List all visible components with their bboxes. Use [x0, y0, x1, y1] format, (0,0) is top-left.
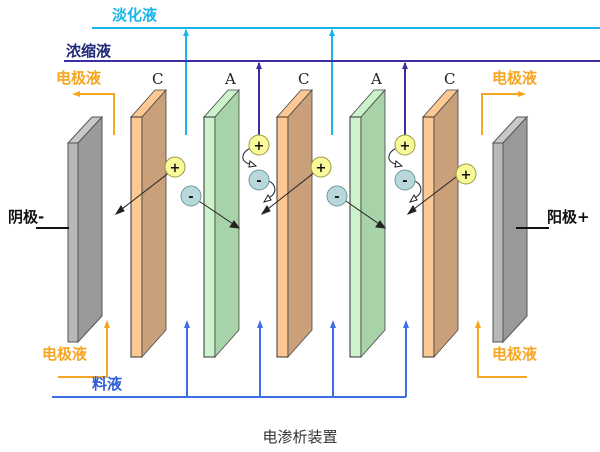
- electrode-liquid-bottom-right-arrow: [475, 320, 527, 378]
- feed-inlet-line: [52, 320, 409, 398]
- cation-ion: +: [455, 163, 477, 185]
- electrode-liquid-top-left-arrow: [72, 91, 115, 135]
- cation-ion: +: [394, 134, 416, 156]
- anion-ion: -: [248, 169, 270, 191]
- svg-text:+: +: [254, 139, 265, 154]
- anode-plate: [491, 115, 529, 344]
- concentrate-outlet-line: [64, 60, 600, 135]
- membrane-type-label: C: [444, 70, 455, 88]
- dilute-outlet-line: [92, 27, 600, 135]
- membrane-type-label: A: [224, 70, 236, 88]
- membrane-type-label: C: [152, 70, 163, 88]
- cation-ion: +: [164, 156, 186, 178]
- figure-caption: 电渗析装置: [262, 428, 338, 446]
- ion-migration-arrows: [114, 171, 461, 229]
- svg-text:-: -: [256, 174, 261, 189]
- svg-text:+: +: [400, 139, 411, 154]
- electrode-liquid-top-left-label: 电极液: [56, 69, 102, 87]
- cation-membrane-1: C: [130, 70, 167, 359]
- cation-ion: +: [248, 134, 270, 156]
- anode-label: 阳极+: [547, 208, 590, 226]
- concentrate-label: 浓缩液: [66, 42, 112, 60]
- anion-ion: -: [180, 185, 202, 207]
- svg-text:+: +: [461, 168, 472, 183]
- electrode-liquid-top-right-arrow: [481, 91, 526, 135]
- anion-ion: -: [394, 169, 416, 191]
- electrode-liquid-top-right-label: 电极液: [492, 69, 538, 87]
- membrane-type-label: C: [298, 70, 309, 88]
- cathode-plate: [66, 115, 104, 344]
- anion-ion: -: [326, 185, 348, 207]
- svg-text:-: -: [334, 190, 339, 205]
- electrode-liquid-bottom-right-label: 电极液: [492, 345, 538, 363]
- svg-text:+: +: [316, 161, 327, 176]
- electrode-liquid-bottom-left-label: 电极液: [42, 345, 88, 363]
- anion-membrane-4: A: [349, 70, 386, 359]
- cathode-label: 阴极-: [8, 208, 44, 226]
- electrode-liquid-bottom-left-arrow: [58, 320, 110, 378]
- dilute-label: 淡化液: [112, 6, 158, 24]
- svg-text:+: +: [170, 161, 181, 176]
- svg-text:-: -: [402, 174, 407, 189]
- membrane-type-label: A: [370, 70, 382, 88]
- cation-ion: +: [310, 156, 332, 178]
- anion-membrane-2: A: [203, 70, 240, 359]
- cation-membrane-3: C: [276, 70, 313, 359]
- electrodialysis-diagram: 淡化液 浓缩液 电极液 电极液 阴极- 阳极+ C A C A C: [8, 6, 600, 398]
- feed-label: 料液: [92, 375, 123, 393]
- cation-membrane-5: C: [422, 70, 459, 359]
- svg-text:-: -: [188, 190, 193, 205]
